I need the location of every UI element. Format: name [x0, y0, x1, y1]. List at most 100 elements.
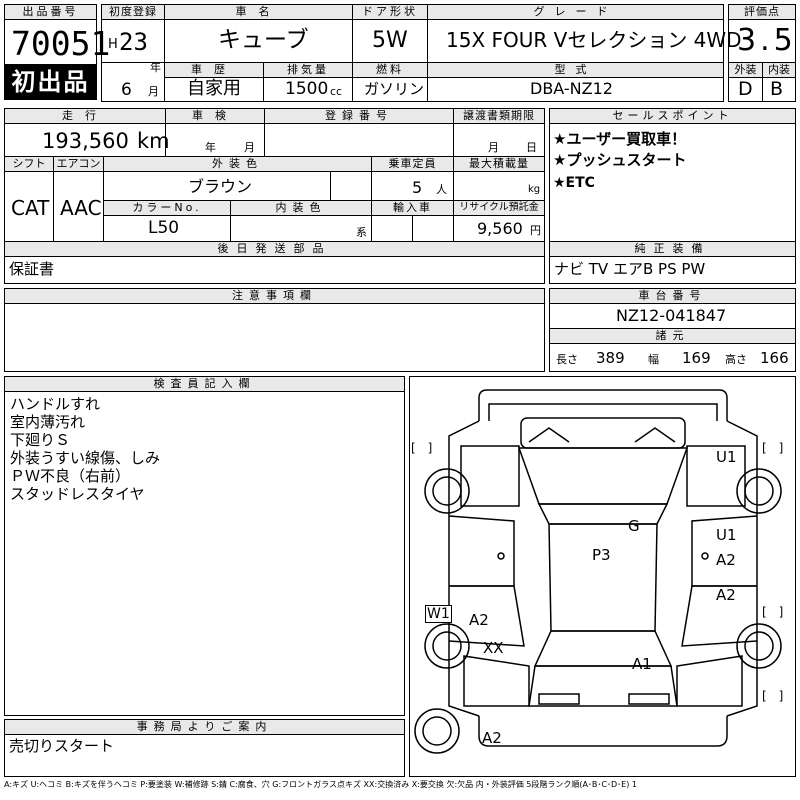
mark-u1-right-door: U1 [716, 526, 737, 544]
era: H [108, 37, 118, 52]
length-label: 長さ [556, 353, 578, 366]
mark-a2-left-rear: A2 [469, 611, 489, 629]
inspection-label: 車検 [166, 109, 264, 124]
office-box [4, 719, 405, 777]
ext-grade: D [738, 78, 753, 100]
height-label: 高さ [725, 353, 747, 366]
score: 3.5 [737, 23, 797, 58]
ac-label: エアコン [54, 157, 103, 172]
recycle: 9,560 [477, 219, 523, 238]
model: DBA-NZ12 [530, 79, 613, 98]
equipment: ナビ TV エアB PS PW [554, 260, 706, 278]
int-grade: B [770, 78, 784, 100]
mileage: 193,560 [42, 129, 129, 153]
first-listing-badge: 初出品 [4, 64, 97, 100]
sales-point-1: ★ユーザー買取車！ [553, 130, 687, 148]
notes-box [4, 288, 545, 372]
mark-u1-front-right: U1 [716, 448, 737, 466]
transfer-label: 譲渡書類期限 [454, 109, 544, 124]
ext-grade-label: 外装 [729, 63, 762, 78]
mileage-label: 走行 [5, 109, 165, 124]
month-unit: 月 [148, 85, 159, 98]
load-unit: kg [528, 184, 541, 195]
model-label: 型式 [428, 63, 723, 78]
sales-points-label: セールスポイント [550, 109, 795, 124]
first-reg-label: 初度登録 [102, 5, 164, 20]
grade: 15X FOUR Vセレクション 4WD [446, 28, 742, 52]
chassis-label: 車台番号 [550, 289, 795, 304]
car-name-label: 車名 [165, 5, 352, 20]
mark-a2-right-door: A2 [716, 551, 736, 569]
mark-a2-right-rear: A2 [716, 586, 736, 604]
notes-label: 注意事項欄 [5, 289, 544, 304]
mark-xx-left-rear: XX [483, 639, 504, 657]
inspector-box [4, 376, 405, 716]
equipment-label: 純正装備 [550, 242, 795, 257]
displacement: 1500 [285, 79, 329, 99]
width-label: 幅 [648, 353, 659, 366]
office-label: 事務局よりご案内 [5, 720, 404, 735]
color-label: 外装色 [104, 157, 371, 172]
inspector-label: 検査員記入欄 [5, 377, 404, 392]
inspector-line: 下廻りＳ [10, 431, 71, 449]
chassis-box [549, 288, 796, 372]
score-label: 評価点 [729, 5, 795, 20]
car-diagram-box [409, 376, 796, 777]
office-message: 売切りスタート [9, 737, 115, 755]
bracket-right-rear: [ ] [762, 605, 784, 619]
sales-point-2: ★プッシュスタート [553, 151, 687, 169]
mark-p3-roof: P3 [592, 546, 611, 564]
interior-color-label: 内装色 [231, 201, 371, 216]
history: 自家用 [187, 78, 241, 99]
ac: AAC [60, 196, 102, 220]
lot-number: 70051 [11, 24, 111, 63]
capacity-unit: 人 [436, 183, 447, 196]
inspector-notes: ハンドルすれ 室内薄汚れ 下廻りＳ 外装うすい線傷、しみ ＰＷ不良（右前） スタ… [10, 395, 160, 503]
mark-a2-rear-bumper: A2 [482, 729, 502, 747]
bracket-right: [ ] [762, 441, 784, 455]
color-no: L50 [148, 218, 180, 238]
interior-unit: 系 [356, 226, 367, 239]
mileage-unit: km [137, 129, 170, 153]
legend: A:キズ U:ヘコミ B:キズを伴うヘコミ P:要塗装 W:補修跡 S:錆 C:… [4, 780, 637, 789]
int-grade-label: 内装 [763, 63, 795, 78]
specs-table [4, 108, 545, 284]
door-label: ドア形状 [353, 5, 427, 20]
color-no-label: カラーNo. [104, 201, 230, 216]
fuel-label: 燃料 [353, 63, 427, 78]
load-label: 最大積載量 [454, 157, 544, 172]
transfer-month: 月 [488, 141, 499, 154]
sales-point-3: ★ETC [553, 175, 595, 191]
inspector-line: ハンドルすれ [10, 395, 101, 413]
displacement-label: 排気量 [264, 63, 352, 78]
exterior-color: ブラウン [188, 177, 253, 196]
bracket-left: [ ] [411, 441, 433, 455]
inspector-line: 外装うすい線傷、しみ [10, 449, 161, 467]
first-listing-text: 初出品 [11, 68, 90, 96]
reg-no-label: 登録番号 [265, 109, 453, 124]
inspection-year: 年 [205, 141, 216, 154]
car-name: キューブ [218, 27, 309, 53]
reg-year: 23 [119, 28, 148, 56]
equipment-box [549, 241, 796, 284]
car-diagram [414, 389, 782, 754]
mark-w1-left: W1 [425, 605, 452, 623]
fuel: ガソリン [364, 80, 425, 98]
history-label: 車歴 [165, 63, 263, 78]
header-main-box [101, 4, 724, 102]
mark-a1-rear: A1 [632, 655, 652, 673]
shift: CAT [11, 196, 50, 220]
recycle-label: リサイクル預託金 [454, 201, 544, 216]
length: 389 [596, 349, 625, 367]
later-parts-label: 後日発送部品 [5, 242, 544, 257]
inspector-line: スタッドレスタイヤ [10, 485, 145, 503]
transfer-day: 日 [526, 141, 537, 154]
door-type: 5W [372, 28, 408, 53]
grade-label: グレード [428, 5, 723, 20]
height: 166 [760, 349, 789, 367]
width: 169 [682, 349, 711, 367]
recycle-unit: 円 [530, 224, 541, 237]
capacity-label: 乗車定員 [372, 157, 453, 172]
reg-month: 6 [121, 80, 132, 100]
bracket-right-bottom: [ ] [762, 689, 784, 703]
